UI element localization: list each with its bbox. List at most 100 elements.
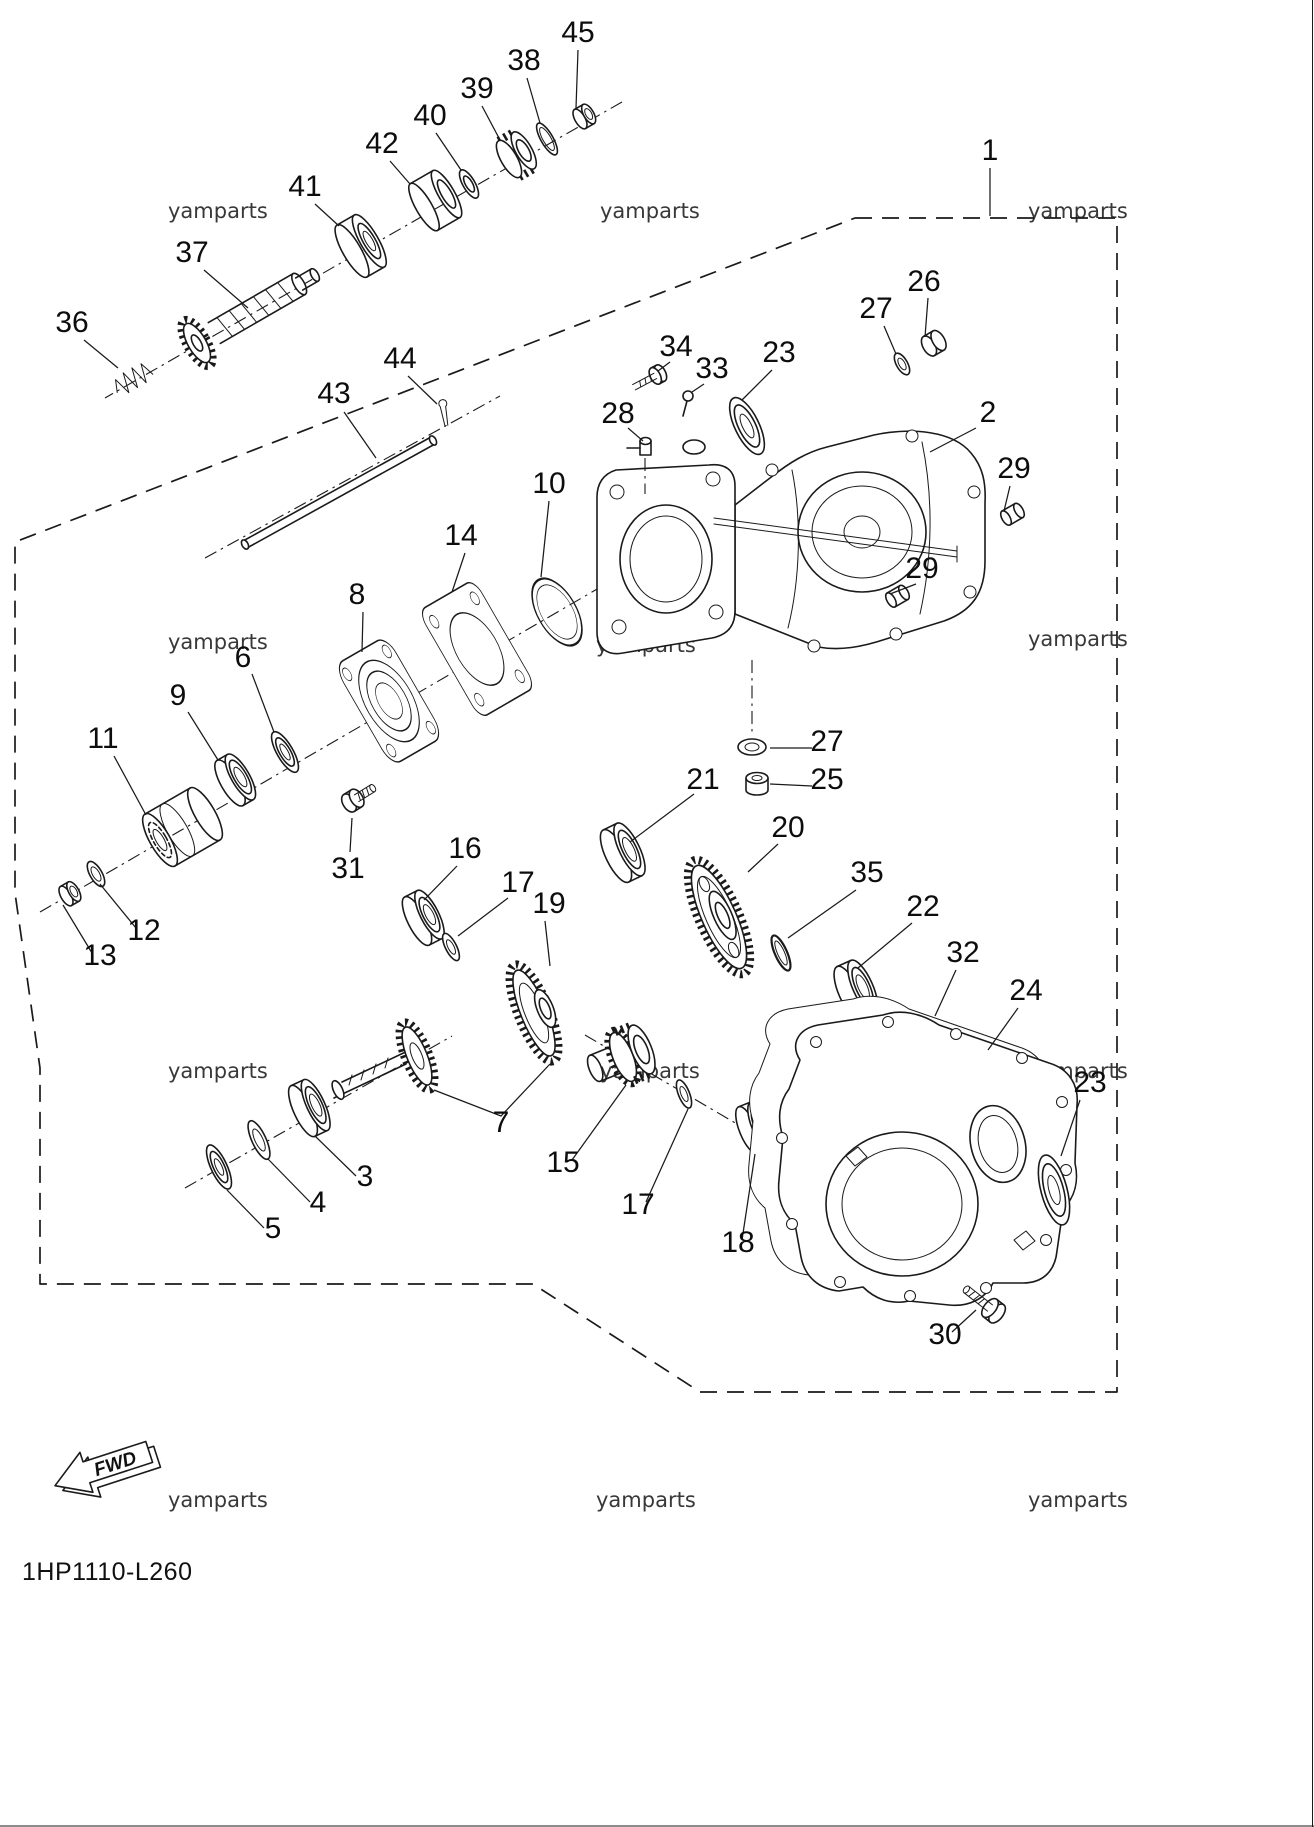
part-2-housing: [596, 429, 986, 655]
centerline-rod: [204, 395, 501, 559]
leader-27a: [883, 325, 897, 355]
callout-27-b: 27: [810, 725, 843, 758]
leader-41: [314, 203, 340, 227]
callout-32: 32: [946, 936, 979, 969]
watermark: yamparts: [168, 1059, 268, 1083]
part-38-snap-ring: [535, 122, 559, 156]
callout-13: 13: [83, 939, 116, 972]
callout-22: 22: [906, 890, 939, 923]
callout-6: 6: [235, 641, 252, 674]
fwd-arrow-shape: [54, 1440, 154, 1494]
part-23-seal-b: [1037, 1154, 1071, 1226]
part-25-plug: [745, 771, 769, 796]
leader-11: [113, 755, 147, 816]
leader-30: [951, 1309, 977, 1333]
leader-13: [62, 904, 93, 954]
callout-19: 19: [532, 887, 565, 920]
callout-18: 18: [721, 1226, 754, 1259]
part-21-bearing: [599, 822, 646, 884]
part-17-washer-b: [675, 1079, 693, 1109]
part-39-gear: [495, 128, 538, 181]
callout-44: 44: [383, 342, 416, 375]
watermark: yamparts: [168, 199, 268, 223]
leader-22: [857, 922, 913, 969]
leader-16: [423, 865, 458, 901]
leader-43: [343, 411, 377, 459]
leader-26: [924, 297, 929, 338]
leader-36: [83, 339, 119, 369]
callout-7: 7: [493, 1106, 510, 1139]
leader-40: [435, 132, 462, 171]
callout-17-a: 17: [501, 866, 534, 899]
leader-42: [389, 160, 411, 185]
callout-11: 11: [87, 722, 118, 755]
callout-8: 8: [349, 578, 366, 611]
leader-8: [361, 611, 364, 653]
watermark: yamparts: [1028, 627, 1128, 651]
part-40-washer: [458, 169, 480, 199]
leader-7: [433, 1063, 551, 1117]
leader-15: [571, 1084, 627, 1161]
part-42-collar: [408, 169, 463, 232]
leader-24: [987, 1007, 1019, 1051]
part-16-bearing: [401, 889, 445, 947]
watermark: yamparts: [596, 1488, 696, 1512]
watermark: yamparts: [1028, 199, 1128, 223]
callout-25: 25: [810, 763, 843, 796]
leader-17b: [645, 1108, 689, 1203]
part-23-seal-a: [728, 396, 766, 456]
callout-35: 35: [850, 856, 883, 889]
callout-23-a: 23: [762, 336, 795, 369]
part-13-nut: [58, 880, 82, 907]
callout-43: 43: [317, 377, 350, 410]
leader-28: [627, 427, 644, 442]
callout-28: 28: [601, 397, 634, 430]
fwd-arrow-shadow: [62, 1445, 162, 1498]
leader-5: [226, 1189, 265, 1229]
callout-16: 16: [448, 832, 481, 865]
leader-4: [267, 1158, 311, 1203]
leader-21: [629, 793, 695, 843]
callout-10: 10: [532, 467, 565, 500]
callout-33: 33: [695, 352, 728, 385]
callout-23-b: 23: [1073, 1066, 1106, 1099]
diagram-code: 1HP1110-L260: [22, 1558, 192, 1586]
leader-29a: [1003, 485, 1011, 512]
callout-20: 20: [771, 811, 804, 844]
part-6-seal: [270, 730, 300, 774]
part-5-seal: [205, 1144, 233, 1190]
part-35-o-ring: [770, 934, 792, 972]
callout-14: 14: [444, 519, 477, 552]
leader-39: [481, 105, 501, 141]
leader-34: [657, 361, 671, 372]
callout-15: 15: [546, 1146, 579, 1179]
leader-29b: [889, 583, 917, 595]
leader-20: [747, 843, 779, 873]
callout-5: 5: [265, 1212, 282, 1245]
part-45-nut: [572, 103, 597, 130]
callout-45: 45: [561, 16, 594, 49]
part-24-cover-details: [776, 1016, 1072, 1302]
leader-33: [691, 383, 705, 393]
callout-12: 12: [127, 914, 160, 947]
part-20-gear: [683, 855, 755, 979]
leader-10: [540, 500, 550, 578]
diagram-boundary: [14, 217, 1118, 1393]
part-43-rod: [240, 435, 438, 550]
callout-36: 36: [55, 306, 88, 339]
part-29-pin-b: [884, 584, 911, 609]
part-28-breather: [626, 436, 652, 494]
part-41-retainer: [334, 213, 388, 279]
callout-30: 30: [928, 1318, 961, 1351]
part-8-bearing-housing: [338, 639, 440, 763]
callout-21: 21: [686, 763, 719, 796]
leader-31: [349, 817, 353, 853]
leader-9: [187, 711, 219, 761]
callout-39: 39: [460, 72, 493, 105]
leader-35: [787, 889, 857, 939]
part-19-gear: [505, 960, 563, 1066]
part-4-washer: [247, 1119, 271, 1161]
part-14-gasket: [421, 582, 533, 716]
part-3-bearing: [287, 1078, 331, 1138]
part-30-bolt: [962, 1285, 1007, 1324]
